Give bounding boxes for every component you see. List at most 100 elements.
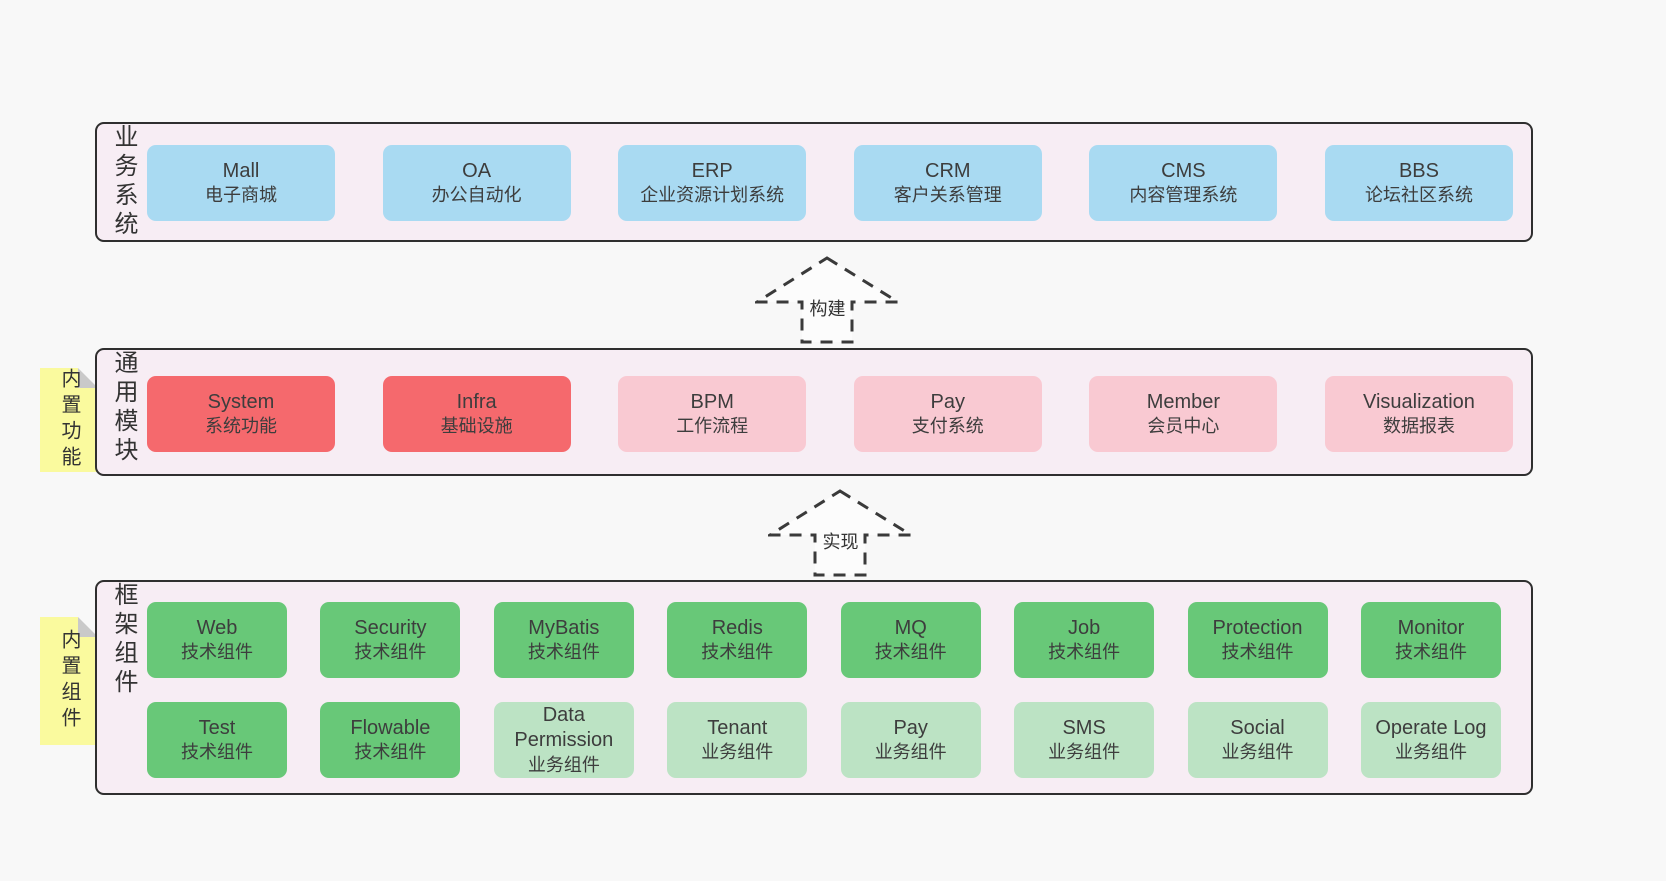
box-desc: 业务组件 xyxy=(527,755,600,776)
box-erp: ERP 企业资源计划系统 xyxy=(618,145,807,221)
box-name: CRM xyxy=(925,159,971,182)
box-protection: Protection 技术组件 xyxy=(1187,602,1328,678)
layer-business-systems: 业务系统 Mall 电子商城 OA 办公自动化 ERP 企业资源计划系统 CRM… xyxy=(95,122,1533,242)
box-name: Mall xyxy=(222,159,260,182)
box-desc: 技术组件 xyxy=(1394,642,1467,663)
box-flowable: Flowable 技术组件 xyxy=(320,702,461,778)
box-desc: 会员中心 xyxy=(1147,416,1220,437)
box-mall: Mall 电子商城 xyxy=(147,145,335,221)
box-sms: SMS 业务组件 xyxy=(1014,702,1155,778)
box-job: Job 技术组件 xyxy=(1014,602,1155,678)
box-name: Member xyxy=(1146,390,1221,413)
box-desc: 技术组件 xyxy=(701,642,774,663)
box-name: Security xyxy=(354,616,427,639)
box-social: Social 业务组件 xyxy=(1187,702,1328,778)
box-infra: Infra 基础设施 xyxy=(382,376,571,452)
box-name: Web xyxy=(196,616,238,639)
box-monitor: Monitor 技术组件 xyxy=(1360,602,1501,678)
box-name: Monitor xyxy=(1397,616,1465,639)
box-visualization: Visualization 数据报表 xyxy=(1324,376,1513,452)
box-bpm: BPM 工作流程 xyxy=(618,376,807,452)
box-desc: 支付系统 xyxy=(911,416,984,437)
box-pay-component: Pay 业务组件 xyxy=(840,702,981,778)
implement-arrow: 实现 xyxy=(768,489,913,577)
layer-label: 业务系统 xyxy=(110,124,137,240)
box-desc: 系统功能 xyxy=(205,416,277,437)
box-desc: 技术组件 xyxy=(181,742,253,763)
box-name: System xyxy=(207,390,275,413)
box-desc: 技术组件 xyxy=(1048,642,1121,663)
box-desc: 业务组件 xyxy=(701,742,774,763)
layer-boxes-row: Test 技术组件 Flowable 技术组件 Data Permission … xyxy=(147,702,1501,778)
sticky-note-builtin-features: 内置功能 xyxy=(40,368,98,472)
arrow-label: 实现 xyxy=(819,527,862,555)
arrow-label: 构建 xyxy=(806,294,849,322)
box-web: Web 技术组件 xyxy=(147,602,287,678)
box-desc: 内容管理系统 xyxy=(1129,185,1238,206)
box-cms: CMS 内容管理系统 xyxy=(1089,145,1278,221)
layer-boxes-row: Web 技术组件 Security 技术组件 MyBatis 技术组件 Redi… xyxy=(147,602,1501,678)
box-name: Operate Log xyxy=(1375,716,1487,739)
box-pay-module: Pay 支付系统 xyxy=(853,376,1042,452)
box-desc: 电子商城 xyxy=(205,185,277,206)
layer-boxes-row: System 系统功能 Infra 基础设施 BPM 工作流程 Pay 支付系统… xyxy=(147,376,1513,452)
sticky-note-label: 内置组件 xyxy=(58,629,80,733)
box-name: Pay xyxy=(893,716,928,739)
folded-corner-icon xyxy=(78,368,98,388)
box-desc: 客户关系管理 xyxy=(893,185,1002,206)
box-name: Tenant xyxy=(707,716,768,739)
box-desc: 数据报表 xyxy=(1382,416,1455,437)
box-name: MQ xyxy=(894,616,927,639)
box-name: Redis xyxy=(711,616,763,639)
box-name: Job xyxy=(1067,616,1101,639)
box-desc: 业务组件 xyxy=(1394,742,1467,763)
box-name: ERP xyxy=(691,159,733,182)
folded-corner-icon xyxy=(78,617,98,637)
box-desc: 业务组件 xyxy=(1048,742,1121,763)
box-desc: 业务组件 xyxy=(1221,742,1294,763)
box-desc: 企业资源计划系统 xyxy=(640,185,785,206)
box-operate-log: Operate Log 业务组件 xyxy=(1360,702,1501,778)
sticky-note-builtin-components: 内置组件 xyxy=(40,617,98,745)
layer-common-modules: 通用模块 System 系统功能 Infra 基础设施 BPM 工作流程 Pay… xyxy=(95,348,1533,476)
box-redis: Redis 技术组件 xyxy=(667,602,808,678)
box-name: BBS xyxy=(1398,159,1439,182)
box-member: Member 会员中心 xyxy=(1089,376,1278,452)
box-name: BPM xyxy=(690,390,734,413)
box-name: Infra xyxy=(456,390,497,413)
box-name: Test xyxy=(198,716,236,739)
layer-label: 框架组件 xyxy=(110,582,137,698)
box-test: Test 技术组件 xyxy=(147,702,287,778)
box-name: Data Permission xyxy=(514,703,614,752)
box-name: Protection xyxy=(1212,616,1303,639)
box-desc: 技术组件 xyxy=(181,642,253,663)
box-name: Social xyxy=(1230,716,1285,739)
layer-framework-components: 框架组件 Web 技术组件 Security 技术组件 MyBatis 技术组件… xyxy=(95,580,1533,795)
box-security: Security 技术组件 xyxy=(320,602,461,678)
box-mybatis: MyBatis 技术组件 xyxy=(493,602,634,678)
box-desc: 基础设施 xyxy=(440,416,513,437)
box-desc: 技术组件 xyxy=(527,642,600,663)
box-bbs: BBS 论坛社区系统 xyxy=(1324,145,1513,221)
box-name: MyBatis xyxy=(528,616,600,639)
build-arrow: 构建 xyxy=(755,256,900,344)
box-tenant: Tenant 业务组件 xyxy=(667,702,808,778)
layer-label: 通用模块 xyxy=(110,350,137,466)
sticky-note-label: 内置功能 xyxy=(58,368,80,472)
box-data-permission: Data Permission 业务组件 xyxy=(493,702,634,778)
box-name: SMS xyxy=(1062,716,1106,739)
box-desc: 论坛社区系统 xyxy=(1364,185,1473,206)
layer-boxes-row: Mall 电子商城 OA 办公自动化 ERP 企业资源计划系统 CRM 客户关系… xyxy=(147,145,1513,221)
box-mq: MQ 技术组件 xyxy=(840,602,981,678)
box-desc: 技术组件 xyxy=(354,642,427,663)
box-desc: 工作流程 xyxy=(676,416,749,437)
box-name: CMS xyxy=(1161,159,1206,182)
box-desc: 业务组件 xyxy=(874,742,947,763)
box-name: Pay xyxy=(930,390,966,413)
box-desc: 技术组件 xyxy=(354,742,427,763)
box-crm: CRM 客户关系管理 xyxy=(853,145,1042,221)
box-oa: OA 办公自动化 xyxy=(382,145,571,221)
box-desc: 办公自动化 xyxy=(431,185,522,206)
box-system: System 系统功能 xyxy=(147,376,335,452)
box-name: OA xyxy=(462,159,492,182)
